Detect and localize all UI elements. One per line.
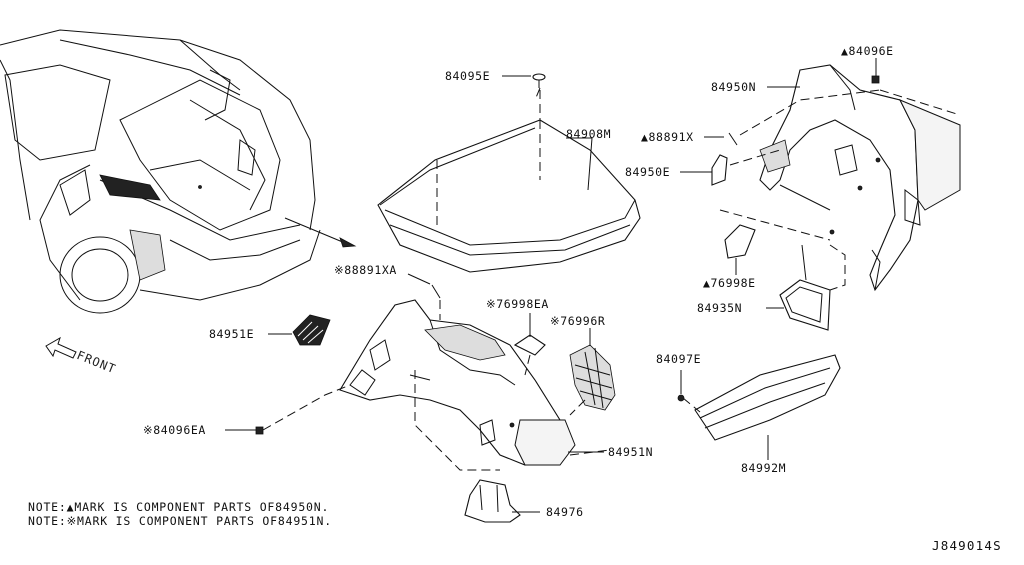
bracket-84951E bbox=[268, 314, 331, 346]
rh-dashed-leaders bbox=[719, 89, 961, 291]
label-84096EA: ※84096EA bbox=[143, 423, 206, 437]
pin-88891XA bbox=[407, 273, 441, 299]
label-84097E: 84097E bbox=[656, 352, 702, 366]
bracket-84950E bbox=[680, 154, 728, 186]
label-88891X: ▲88891X bbox=[641, 130, 694, 144]
panel-84935N bbox=[766, 244, 831, 331]
lid-76998E bbox=[724, 224, 756, 275]
label-84951N: 84951N bbox=[608, 445, 654, 459]
label-84908M: 84908M bbox=[566, 127, 612, 141]
clip-84096E bbox=[871, 58, 880, 84]
note-line-2: NOTE:※MARK IS COMPONENT PARTS OF84951N. bbox=[28, 514, 332, 528]
label-84950N: 84950N bbox=[711, 80, 757, 94]
label-84976: 84976 bbox=[546, 505, 584, 519]
vehicle-illustration bbox=[0, 29, 321, 314]
grille-76996R bbox=[569, 328, 616, 411]
label-84992M: 84992M bbox=[741, 461, 787, 475]
reference-code: J849014S bbox=[932, 538, 1002, 553]
pointer-arrow bbox=[284, 217, 357, 248]
rh-side-trim-84950N bbox=[759, 64, 961, 292]
lid-76998EA bbox=[513, 313, 546, 356]
label-84095E: 84095E bbox=[445, 69, 491, 83]
label-84951E: 84951E bbox=[209, 327, 255, 341]
label-88891XA: ※88891XA bbox=[334, 263, 397, 277]
pin-88891X bbox=[704, 132, 738, 146]
front-arrow-icon bbox=[45, 336, 77, 359]
label-76996R: ※76996R bbox=[550, 314, 606, 328]
finisher-84992M bbox=[682, 354, 841, 460]
clip-84095E bbox=[502, 73, 546, 88]
label-84950E: 84950E bbox=[625, 165, 671, 179]
clip-84097E bbox=[677, 370, 685, 402]
clip-84096EA bbox=[225, 426, 264, 435]
note-line-1: NOTE:▲MARK IS COMPONENT PARTS OF84950N. bbox=[28, 500, 330, 514]
label-76998E: ▲76998E bbox=[703, 276, 756, 290]
label-84935N: 84935N bbox=[697, 301, 743, 315]
label-76998EA: ※76998EA bbox=[486, 297, 549, 311]
label-84096E: ▲84096E bbox=[841, 44, 894, 58]
lh-side-trim-84951N bbox=[339, 299, 576, 466]
trunk-floor-mat-84908M bbox=[377, 87, 641, 273]
bracket-84976 bbox=[464, 479, 540, 523]
